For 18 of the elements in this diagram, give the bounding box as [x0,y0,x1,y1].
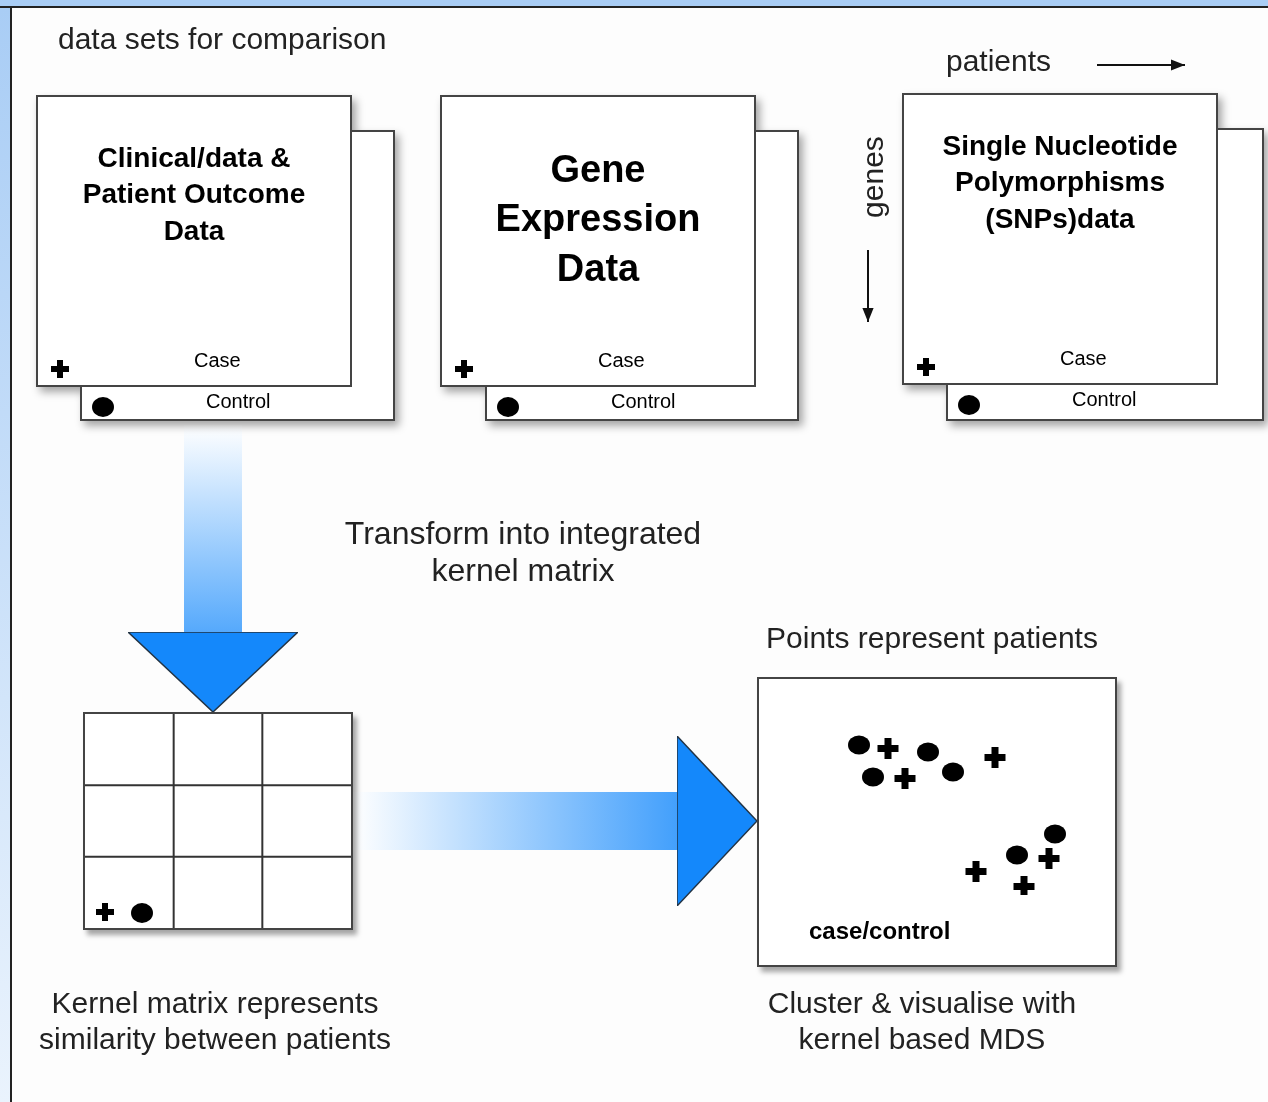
control-label: Control [611,390,676,413]
axis-label: genes [855,136,890,218]
case-label: Case [1060,347,1107,370]
control-label: Control [206,390,271,413]
axis-label: case/control [809,917,951,945]
node-label: Kernel matrix represents similarity between patients [38,985,392,1057]
matrix-grid [83,712,353,930]
card-title: Clinical/data & Patient Outcome Data [81,141,307,248]
case-label: Case [598,349,645,372]
axis-label: patients [946,44,1052,78]
heading: data sets for comparison [58,22,387,56]
node-label: Cluster & visualise with kernel based MDS [766,985,1078,1057]
case-label: Case [194,349,241,372]
control-label: Control [1072,388,1137,411]
scatter-plot [757,677,1117,967]
card-title: Gene Expression Data [494,147,702,291]
node-label: Points represent patients [765,620,1099,656]
card-title: Single Nucleotide Polymorphisms (SNPs)data [941,129,1179,236]
